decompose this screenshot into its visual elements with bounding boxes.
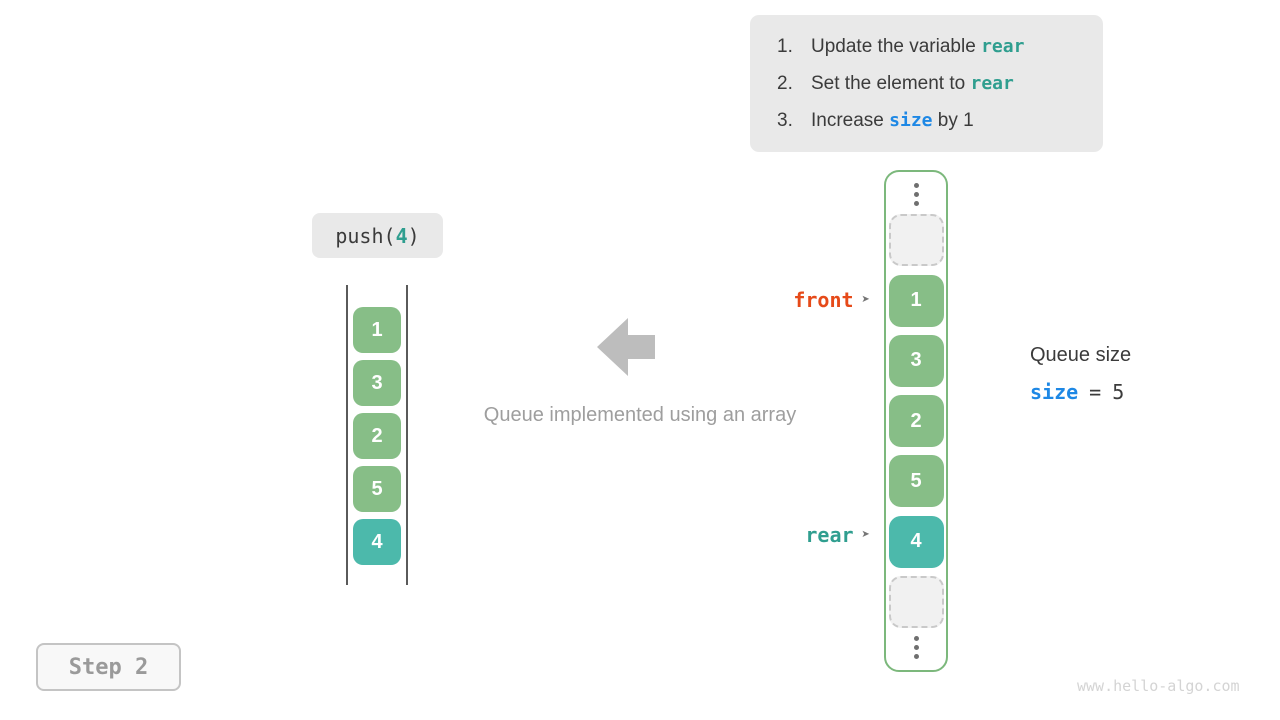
array-container: 1 3 2 5 4 — [884, 170, 948, 672]
array-cell: 1 — [888, 274, 944, 327]
queue-size-title: Queue size — [1030, 344, 1132, 366]
push-close: ) — [407, 223, 420, 248]
array-cell: 3 — [888, 334, 944, 387]
code-token-rear: rear — [970, 72, 1014, 94]
code-token-rear: rear — [981, 35, 1025, 57]
step-badge: Step 2 — [36, 643, 181, 691]
front-pointer-text: front — [793, 288, 854, 312]
code-token-size: size — [1030, 380, 1079, 404]
queue-cell: 5 — [353, 466, 401, 512]
ellipsis-icon — [913, 183, 919, 206]
queue-cell: 2 — [353, 413, 401, 459]
instruction-number: 3. — [777, 109, 793, 131]
rear-pointer-text: rear — [805, 523, 854, 547]
instruction-text: Set the element to rear — [811, 72, 1014, 94]
pointer-arrow-icon: ➤ — [861, 527, 870, 543]
instruction-number: 1. — [777, 35, 793, 57]
instruction-step-1: 1. Update the variable rear — [777, 35, 1103, 59]
array-cell-empty — [888, 214, 944, 267]
queue-size-value-line: size = 5 — [1030, 380, 1131, 404]
queue-cell-new: 4 — [353, 519, 401, 565]
instruction-text: Update the variable rear — [811, 35, 1025, 57]
equals-sign: = — [1089, 380, 1102, 404]
push-arg: 4 — [395, 223, 408, 248]
instruction-text: Increase size by 1 — [811, 109, 974, 131]
front-pointer-label: front ➤ — [760, 288, 870, 312]
array-cell: 2 — [888, 395, 944, 447]
instruction-number: 2. — [777, 72, 793, 94]
code-token-size: size — [889, 109, 933, 131]
push-operation-label: push(4) — [312, 213, 443, 258]
size-value: 5 — [1112, 380, 1125, 404]
instruction-box: 1. Update the variable rear 2. Set the e… — [750, 15, 1103, 152]
ellipsis-icon — [913, 636, 919, 659]
push-fn: push( — [335, 223, 396, 248]
abstract-queue: 1 3 2 5 4 — [346, 285, 408, 585]
instruction-step-3: 3. Increase size by 1 — [777, 109, 1103, 133]
watermark: www.hello-algo.com — [1077, 677, 1240, 695]
left-arrow-icon — [597, 318, 655, 376]
queue-cell: 1 — [353, 307, 401, 353]
instruction-step-2: 2. Set the element to rear — [777, 72, 1103, 96]
pointer-arrow-icon: ➤ — [861, 292, 870, 308]
queue-size-panel: Queue size size = 5 — [1030, 344, 1131, 404]
queue-cell: 3 — [353, 360, 401, 406]
rear-pointer-label: rear ➤ — [760, 523, 870, 547]
diagram-caption: Queue implemented using an array — [483, 404, 797, 426]
array-cell: 5 — [888, 455, 944, 508]
array-cell-new: 4 — [888, 515, 944, 568]
array-cell-empty — [888, 575, 944, 628]
